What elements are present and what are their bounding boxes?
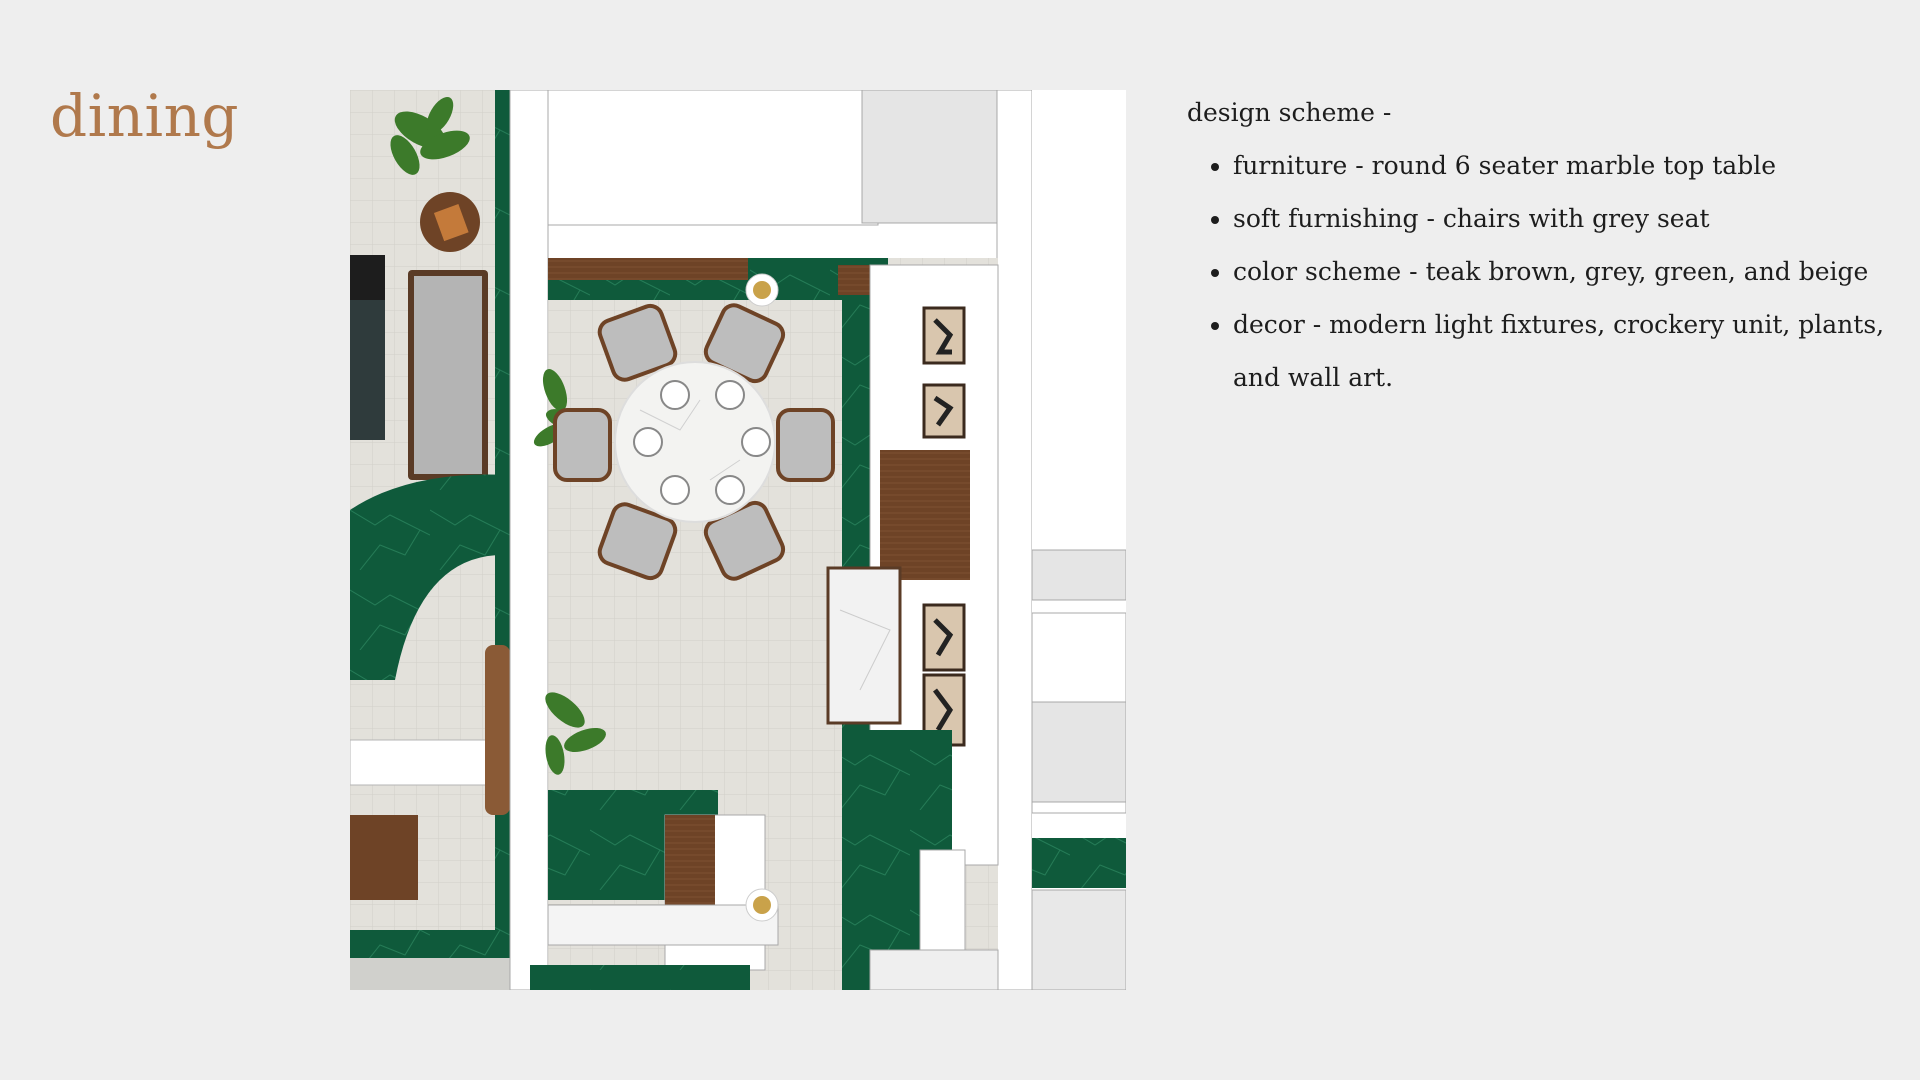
list-item: soft furnishing - chairs with grey seat	[1233, 192, 1887, 245]
design-scheme-panel: design scheme - furniture - round 6 seat…	[1187, 86, 1887, 404]
slide-title: dining	[50, 82, 240, 150]
wall-art-3	[922, 603, 966, 672]
place-settings	[633, 380, 771, 505]
design-scheme-list: furniture - round 6 seater marble top ta…	[1187, 139, 1887, 404]
dining-floor-plan	[350, 90, 1126, 990]
small-cabinet	[350, 815, 418, 900]
marble-sideboard	[826, 566, 902, 725]
list-item: color scheme - teak brown, grey, green, …	[1233, 245, 1887, 298]
list-item: decor - modern light fixtures, crockery …	[1233, 298, 1887, 404]
curved-marble-bench	[350, 474, 510, 680]
list-item: furniture - round 6 seater marble top ta…	[1233, 139, 1887, 192]
design-scheme-heading: design scheme -	[1187, 98, 1392, 127]
light-fixture-bottom	[753, 896, 771, 914]
wall-shelf	[548, 258, 748, 280]
plant-top-left	[390, 96, 470, 175]
wall-art-1	[922, 306, 966, 365]
light-fixture-top	[753, 281, 771, 299]
wall-art-2	[922, 383, 966, 439]
crockery-unit	[880, 450, 970, 580]
plant-dining-bottom	[545, 692, 606, 775]
dining-chairs	[553, 303, 835, 581]
